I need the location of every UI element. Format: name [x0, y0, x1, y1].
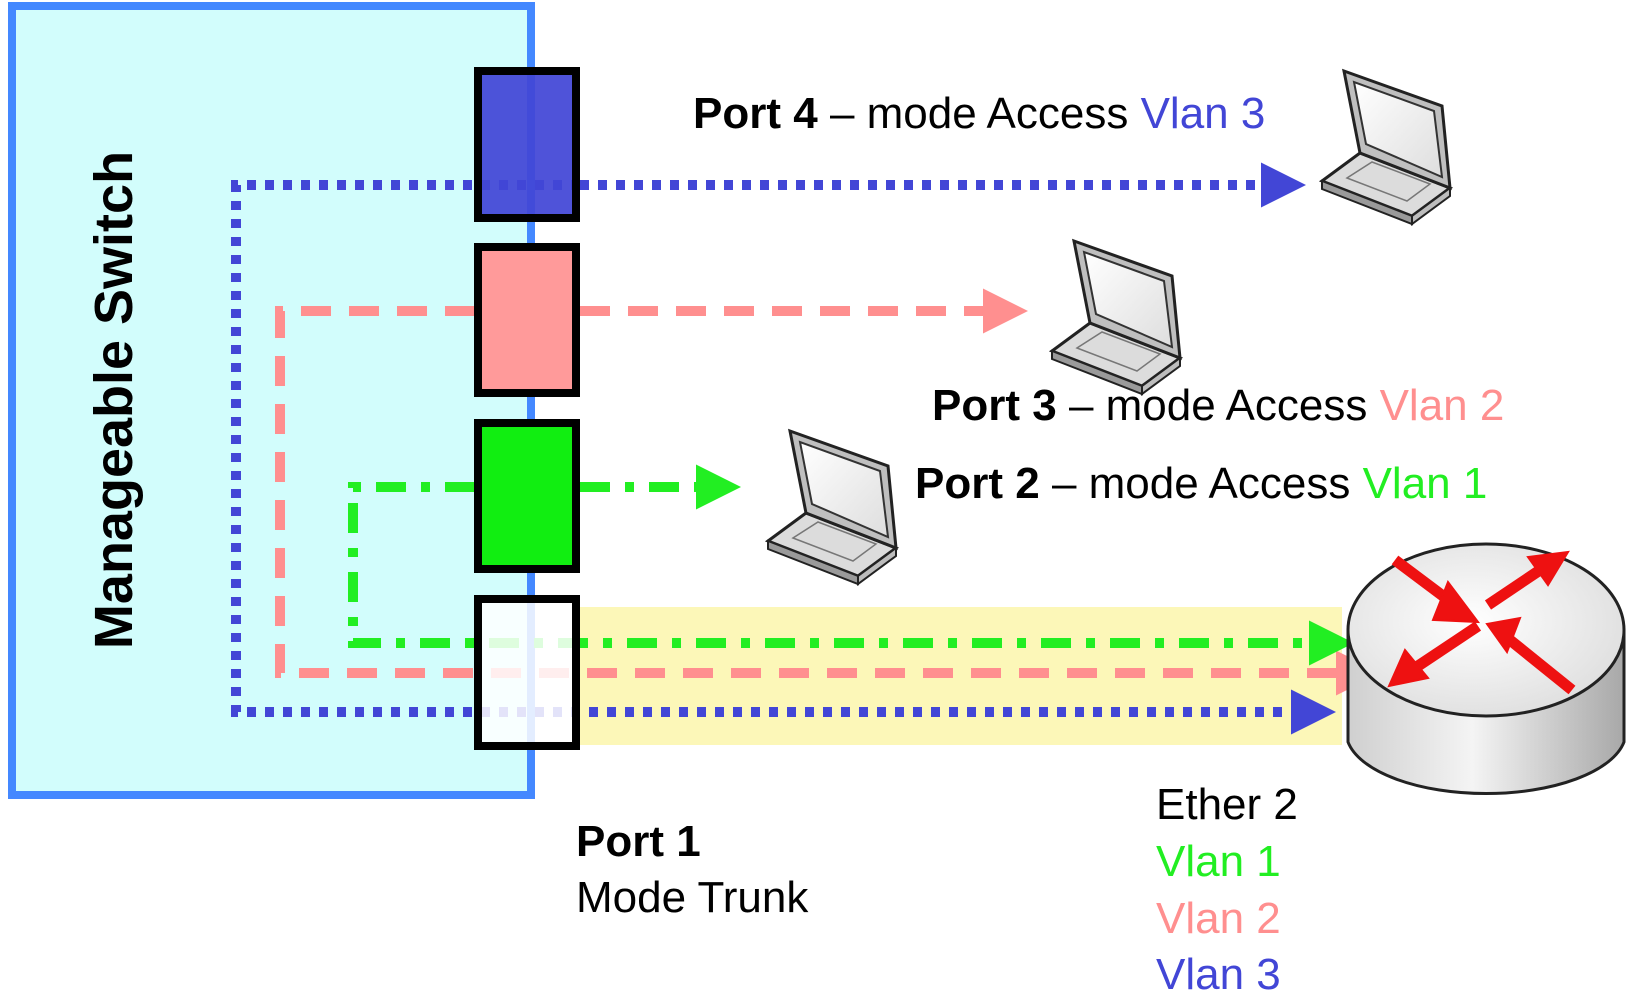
- switch-title: Manageable Switch: [84, 150, 144, 650]
- port3-mode: mode Access: [1105, 381, 1368, 430]
- port4-mode: mode Access: [866, 89, 1129, 138]
- port4-vlan: Vlan 3: [1140, 89, 1266, 138]
- port-4: [474, 67, 580, 222]
- port2-sep: –: [1051, 459, 1077, 508]
- port2-vlan: Vlan 1: [1362, 459, 1488, 508]
- laptop-icon: [764, 428, 900, 586]
- port3-name: Port 3: [932, 381, 1057, 430]
- port4-name: Port 4: [693, 89, 818, 138]
- router-vlan-3: Vlan 3: [1156, 950, 1281, 999]
- router-interface: Ether 2: [1156, 780, 1298, 829]
- port3-vlan: Vlan 2: [1379, 381, 1505, 430]
- port2-mode: mode Access: [1088, 459, 1351, 508]
- port-1: [474, 595, 580, 750]
- port2-label: Port 2 – mode Access Vlan 1: [915, 462, 1487, 506]
- vlan2-path: [275, 306, 1381, 696]
- port3-sep: –: [1068, 381, 1094, 430]
- router-vlan-2: Vlan 2: [1156, 894, 1281, 943]
- port-2: [474, 419, 580, 573]
- port3-label: Port 3 – mode Access Vlan 2: [932, 384, 1504, 428]
- laptop-icon: [1318, 68, 1454, 226]
- port4-label: Port 4 – mode Access Vlan 3: [693, 92, 1265, 136]
- port-3: [474, 243, 580, 397]
- port1-name: Port 1: [576, 817, 701, 866]
- router-icon: [1346, 542, 1626, 796]
- port4-sep: –: [829, 89, 855, 138]
- vlan1-path: [348, 482, 1354, 666]
- router-vlan-1: Vlan 1: [1156, 837, 1281, 886]
- laptop-icon: [1048, 238, 1184, 396]
- switch-body: [8, 2, 535, 799]
- port1-mode: Mode Trunk: [576, 873, 809, 922]
- port2-name: Port 2: [915, 459, 1040, 508]
